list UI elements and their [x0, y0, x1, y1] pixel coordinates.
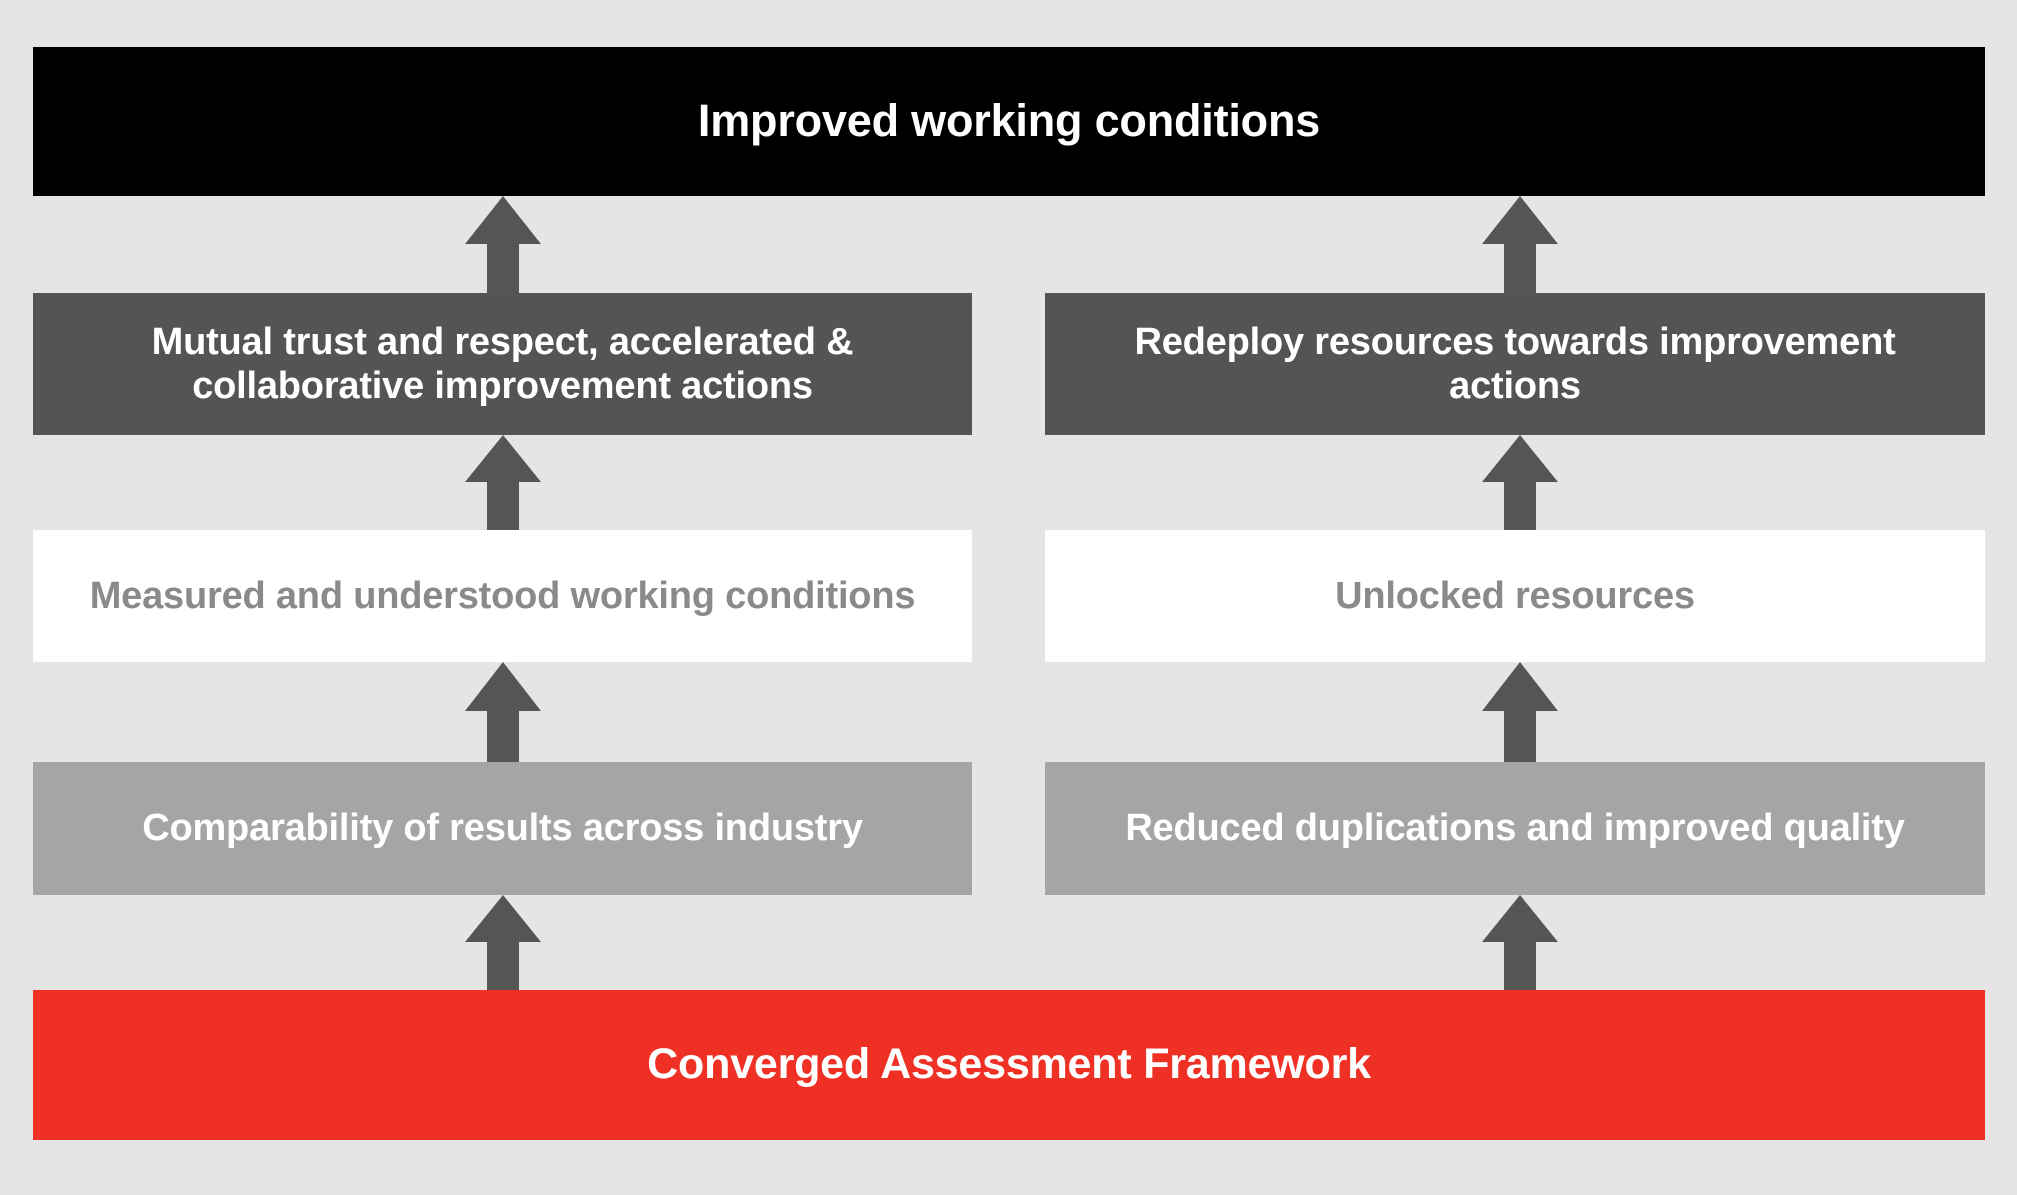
benefit-box-mutual-trust: Mutual trust and respect, accelerated & … — [33, 293, 972, 435]
state-box-measured-working-conditions: Measured and understood working conditio… — [33, 530, 972, 662]
benefit-box-redeploy-resources-label: Redeploy resources towards improvement a… — [1134, 320, 1896, 407]
benefit-box-redeploy-resources: Redeploy resources towards improvement a… — [1045, 293, 1985, 435]
output-box-reduced-duplications-label: Reduced duplications and improved qualit… — [1125, 807, 1905, 850]
output-box-reduced-duplications: Reduced duplications and improved qualit… — [1045, 762, 1985, 895]
output-box-comparability-of-results: Comparability of results across industry — [33, 762, 972, 895]
arrow-right-foundation-to-output-icon — [1482, 895, 1558, 990]
outcome-box-improved-working-conditions: Improved working conditions — [33, 47, 1985, 196]
state-box-measured-working-conditions-label: Measured and understood working conditio… — [89, 574, 916, 617]
arrow-left-foundation-to-output-icon — [465, 895, 541, 990]
arrow-left-benefit-to-outcome-icon — [465, 196, 541, 293]
benefit-box-mutual-trust-label: Mutual trust and respect, accelerated & … — [151, 320, 854, 407]
state-box-unlocked-resources: Unlocked resources — [1045, 530, 1985, 662]
foundation-box-label: Converged Assessment Framework — [647, 1040, 1371, 1089]
arrow-right-state-to-benefit-icon — [1482, 435, 1558, 530]
arrow-right-output-to-state-icon — [1482, 662, 1558, 762]
foundation-box-converged-assessment-framework: Converged Assessment Framework — [33, 990, 1985, 1140]
outcome-box-label: Improved working conditions — [697, 95, 1321, 147]
arrow-left-output-to-state-icon — [465, 662, 541, 762]
state-box-unlocked-resources-label: Unlocked resources — [1335, 574, 1695, 617]
arrow-right-benefit-to-outcome-icon — [1482, 196, 1558, 293]
output-box-comparability-of-results-label: Comparability of results across industry — [142, 807, 863, 850]
arrow-left-state-to-benefit-icon — [465, 435, 541, 530]
